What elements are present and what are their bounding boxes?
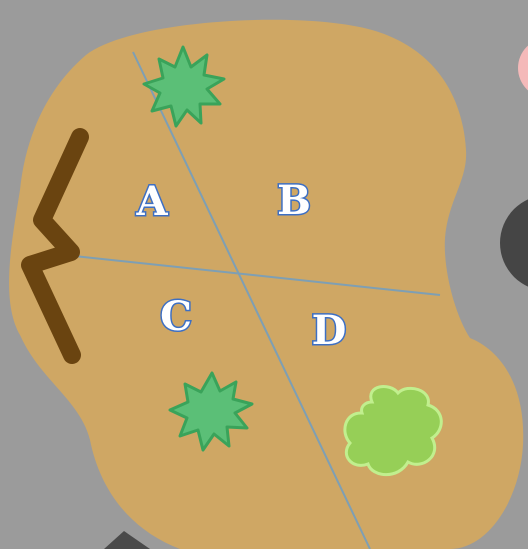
spiky-bush-icon bbox=[168, 371, 254, 452]
region-label-c: C bbox=[160, 293, 192, 340]
wall-obstacle bbox=[21, 128, 89, 364]
region-label-d: D bbox=[312, 307, 347, 354]
pink-object bbox=[518, 45, 528, 91]
divider-line-horizontal bbox=[73, 255, 441, 296]
region-label-b: B bbox=[277, 177, 311, 224]
region-label-a: A bbox=[135, 178, 168, 225]
round-bush-icon bbox=[343, 385, 443, 477]
corner-object bbox=[104, 531, 150, 549]
divider-line-diagonal bbox=[132, 51, 371, 549]
dark-circle-obstacle bbox=[500, 199, 528, 287]
spiky-bush-icon bbox=[142, 45, 226, 128]
